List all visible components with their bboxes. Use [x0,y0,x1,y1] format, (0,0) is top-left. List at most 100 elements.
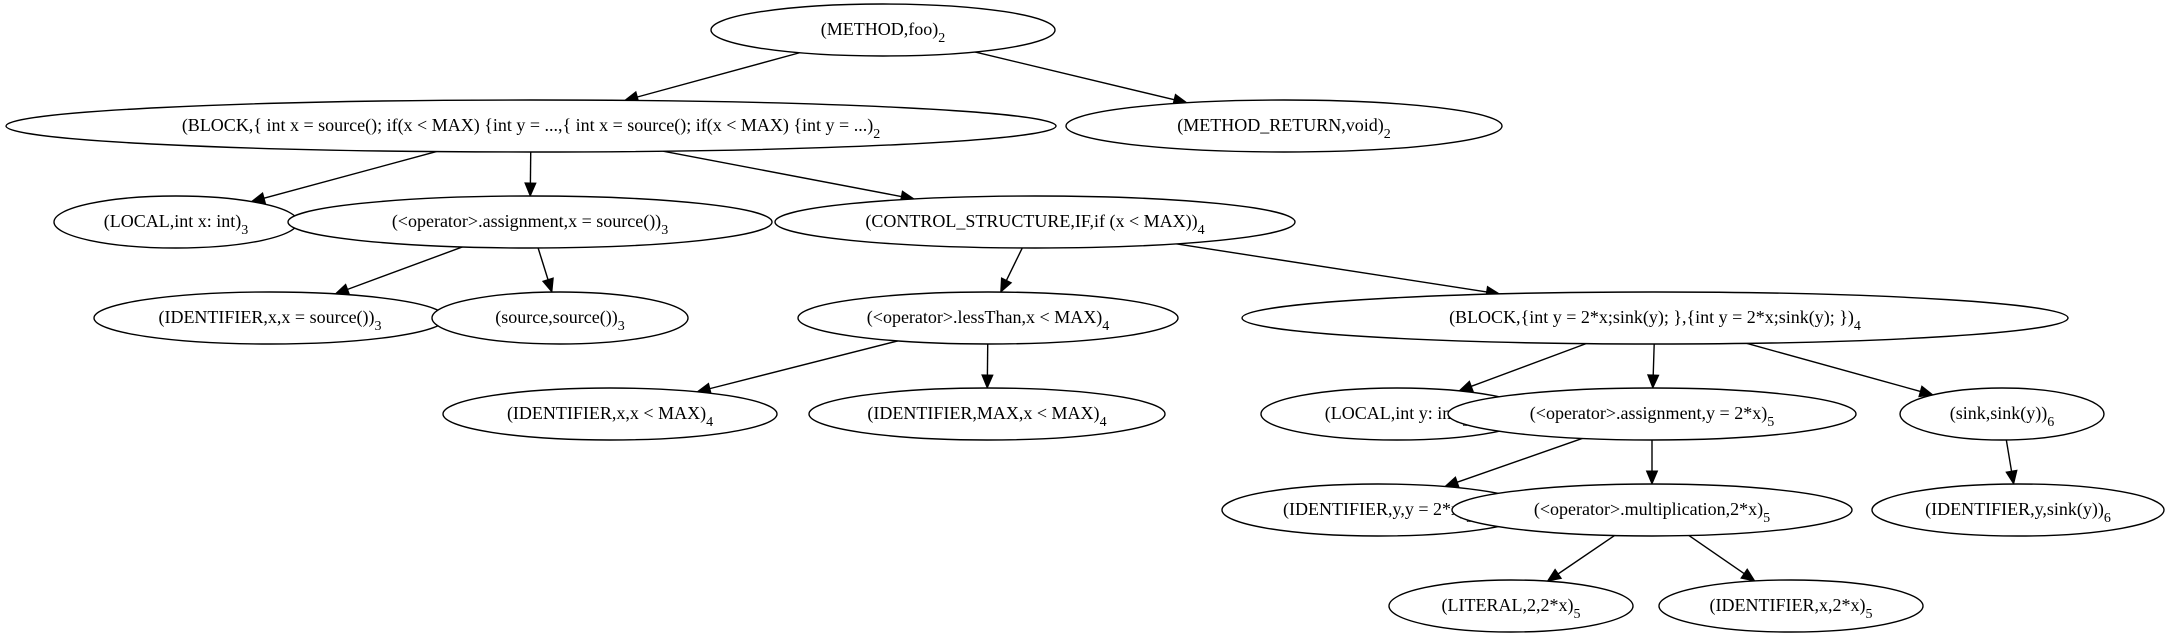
node-label: (IDENTIFIER,x,2*x)5 [1710,595,1873,622]
edge-n9-n11 [709,340,899,390]
node-ellipse [287,195,773,249]
node-line-number: 3 [241,223,248,238]
edge-n2-n6 [662,150,902,198]
arrowhead-icon [524,182,537,198]
node-line-number: 2 [873,127,880,142]
node-ellipse [808,387,1166,441]
node-code-text: (IDENTIFIER,y,y = 2*x) [1283,499,1466,520]
node-label: (LITERAL,2,2*x)5 [1442,595,1581,622]
node-code-text: (<operator>.assignment,x = source()) [392,211,661,232]
edge-n1-n3 [974,51,1175,101]
node-code-text: (METHOD,foo) [821,19,938,40]
arrowhead-icon [2005,469,2018,486]
node-label: (METHOD,foo)2 [821,19,945,46]
node-line-number: 4 [706,415,713,430]
node-code-text: (IDENTIFIER,x,x = source()) [158,307,374,328]
node-label: (BLOCK,{ int x = source(); if(x < MAX) {… [182,115,880,142]
node-ellipse [1388,579,1634,633]
node-ellipse [1658,579,1924,633]
edge-n10-n14 [1652,343,1655,376]
ast-node: (LITERAL,2,2*x)5 [1388,579,1634,633]
node-label: (<operator>.assignment,y = 2*x)5 [1530,403,1774,430]
node-ellipse [797,291,1179,345]
arrowhead-icon [981,374,994,390]
node-line-number: 4 [1198,223,1205,238]
ast-node: (BLOCK,{ int x = source(); if(x < MAX) {… [5,99,1057,153]
ast-node: (LOCAL,int x: int)3 [53,195,299,249]
ast-node: (METHOD,foo)2 [710,3,1056,57]
ast-node: (METHOD_RETURN,void)2 [1065,99,1503,153]
edge-n2-n4 [263,150,437,199]
node-label: (BLOCK,{int y = 2*x;sink(y); },{int y = … [1449,307,1861,334]
node-line-number: 4 [1854,319,1861,334]
node-line-number: 3 [618,319,625,334]
node-line-number: 3 [661,223,668,238]
nodes-layer: (METHOD,foo)2(BLOCK,{ int x = source(); … [5,3,2165,633]
ast-node: (IDENTIFIER,x,2*x)5 [1658,579,1924,633]
node-code-text: (source,source()) [495,307,617,328]
edge-n6-n9 [1005,247,1023,281]
ast-node: (IDENTIFIER,x,x = source())3 [93,291,447,345]
arrowhead-icon [1443,476,1460,488]
edge-n5-n7 [347,246,463,291]
ast-node: (BLOCK,{int y = 2*x;sink(y); },{int y = … [1241,291,2069,345]
ast-node: (<operator>.multiplication,2*x)5 [1451,483,1853,537]
ast-node: (source,source())3 [431,291,689,345]
node-code-text: (<operator>.lessThan,x < MAX) [867,307,1102,328]
ast-node: (IDENTIFIER,MAX,x < MAX)4 [808,387,1166,441]
node-ellipse [5,99,1057,153]
edge-n6-n10 [1175,243,1487,293]
edge-n10-n15 [1746,342,1921,393]
node-label: (sink,sink(y))6 [1950,403,2055,430]
node-ellipse [1065,99,1503,153]
node-line-number: 2 [1384,127,1391,142]
node-ellipse [442,387,778,441]
arrowhead-icon [1646,374,1660,390]
node-line-number: 6 [2047,415,2054,430]
ast-node: (sink,sink(y))6 [1899,387,2105,441]
node-line-number: 4 [1100,415,1107,430]
arrowhead-icon [1000,277,1013,294]
node-label: (IDENTIFIER,y,sink(y))6 [1925,499,2111,526]
node-ellipse [1241,291,2069,345]
edge-n1-n2 [637,52,800,98]
ast-node: (<operator>.assignment,y = 2*x)5 [1447,387,1857,441]
node-line-number: 5 [1767,415,1774,430]
edge-n5-n8 [537,247,549,280]
edge-n14-n16 [1457,437,1583,483]
node-ellipse [431,291,689,345]
node-line-number: 5 [1573,607,1580,622]
node-code-text: (<operator>.multiplication,2*x) [1534,499,1763,520]
node-label: (CONTROL_STRUCTURE,IF,if (x < MAX))4 [865,211,1204,238]
edge-n15-n18 [2005,439,2013,472]
node-line-number: 2 [938,31,945,46]
arrowhead-icon [1457,380,1474,393]
ast-node: (IDENTIFIER,x,x < MAX)4 [442,387,778,441]
arrowhead-icon [1740,568,1756,582]
node-code-text: (LITERAL,2,2*x) [1442,595,1574,616]
node-line-number: 6 [2104,511,2111,526]
arrowhead-icon [541,277,554,294]
node-label: (IDENTIFIER,MAX,x < MAX)4 [867,403,1106,430]
ast-node: (CONTROL_STRUCTURE,IF,if (x < MAX))4 [774,195,1296,249]
arrowhead-icon [1918,385,1935,398]
node-ellipse [774,195,1296,249]
arrowhead-icon [334,283,351,296]
node-label: (<operator>.lessThan,x < MAX)4 [867,307,1109,334]
node-code-text: (BLOCK,{ int x = source(); if(x < MAX) {… [182,115,873,136]
node-code-text: (IDENTIFIER,x,2*x) [1710,595,1866,616]
node-label: (<operator>.multiplication,2*x)5 [1534,499,1770,526]
node-label: (METHOD_RETURN,void)2 [1177,115,1390,142]
node-code-text: (CONTROL_STRUCTURE,IF,if (x < MAX)) [865,211,1197,232]
node-line-number: 3 [375,319,382,334]
node-label: (IDENTIFIER,x,x < MAX)4 [507,403,713,430]
edges-layer [250,51,2018,582]
node-code-text: (IDENTIFIER,MAX,x < MAX) [867,403,1099,424]
node-ellipse [1451,483,1853,537]
node-label: (source,source())3 [495,307,624,334]
node-label: (LOCAL,int x: int)3 [104,211,249,238]
node-line-number: 4 [1102,319,1109,334]
node-code-text: (<operator>.assignment,y = 2*x) [1530,403,1767,424]
node-ellipse [1899,387,2105,441]
